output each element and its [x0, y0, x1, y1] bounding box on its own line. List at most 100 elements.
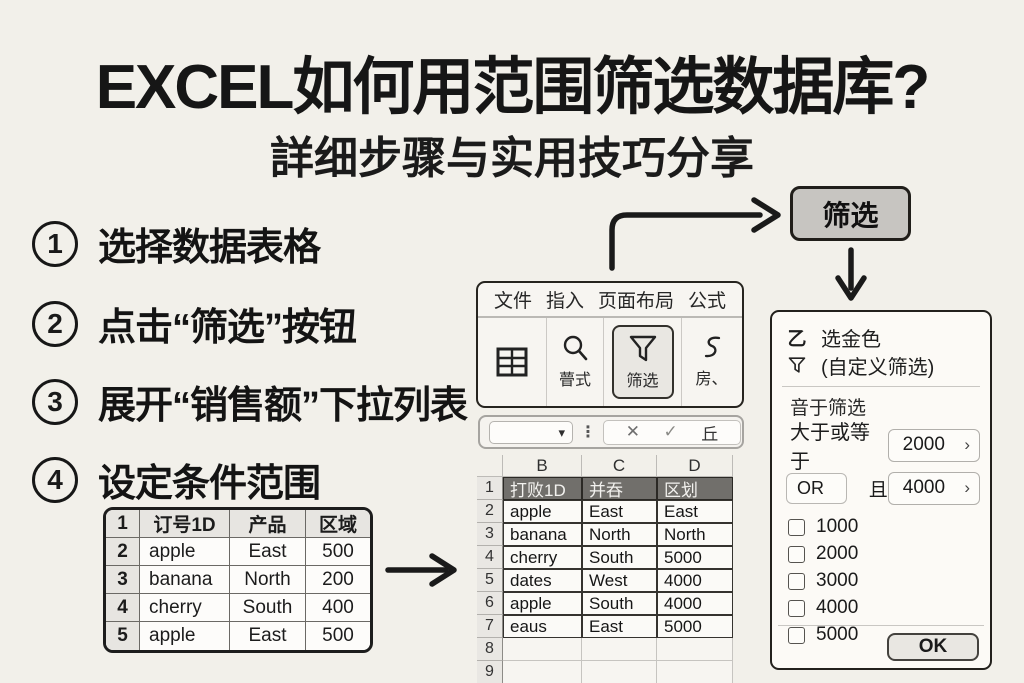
sheet-cell[interactable] [582, 638, 657, 661]
menu-item-custom-filter[interactable]: (自定义筛选) [782, 351, 980, 379]
or-text: OR [797, 477, 824, 498]
sheet-cell[interactable] [503, 638, 582, 661]
row-header[interactable]: 9 [477, 661, 503, 683]
sheet-cell[interactable] [503, 661, 582, 683]
or-input[interactable]: OR [786, 472, 847, 504]
sheet-cell[interactable]: dates [503, 569, 582, 592]
row-header[interactable]: 4 [477, 546, 503, 569]
checkbox[interactable] [788, 572, 805, 590]
confirm-icon[interactable]: ✓ [663, 422, 678, 441]
column-header-C[interactable]: C [582, 455, 657, 477]
step-item-3: 3 展开“销售额”下拉列表 [32, 374, 468, 429]
tab-insert[interactable]: 指入 [545, 291, 584, 312]
sheet-cell[interactable]: apple [503, 592, 582, 615]
value1-input[interactable]: 2000 › [887, 428, 980, 462]
column-header-B[interactable]: B [503, 455, 582, 477]
checkbox-row-4000[interactable]: 4000 [782, 595, 980, 621]
condition-label: 大于或等于 [790, 422, 870, 473]
sheet-cell[interactable]: eaus [503, 615, 582, 638]
ok-button[interactable]: OK [887, 633, 979, 661]
sort-ribbon-button[interactable]: 房、 [682, 318, 741, 406]
sheet-cell[interactable]: banana [503, 523, 582, 546]
ribbon-icon-row: 瞢式 筛选 房、 [478, 318, 742, 406]
checkbox[interactable] [788, 599, 805, 617]
step-item-1: 1 选择数据表格 [32, 216, 321, 271]
checkbox-row-2000[interactable]: 2000 [782, 541, 980, 567]
checkbox-label: 3000 [816, 570, 859, 591]
filter-flow-button[interactable]: 筛选 [790, 186, 911, 241]
tab-formulas[interactable]: 公式 [687, 291, 726, 312]
fx-icon[interactable]: 丘 [701, 424, 719, 444]
row-header[interactable]: 7 [477, 615, 503, 638]
checkbox-row-5000[interactable]: 5000 [782, 622, 980, 648]
step-item-2: 2 点击“筛选”按钮 [32, 296, 357, 351]
filter-ribbon-button[interactable]: 筛选 [611, 325, 674, 399]
sheet-cell[interactable]: East [657, 500, 733, 523]
sheet-cell[interactable]: 4000 [657, 592, 733, 615]
table-cell: 500 [306, 622, 370, 650]
tab-page-layout[interactable]: 页面布局 [597, 291, 674, 312]
table-icon [496, 347, 528, 377]
step-number-badge: 4 [32, 456, 78, 503]
checkbox[interactable] [788, 518, 805, 536]
page-subtitle: 詳细步骤与实用技巧分享 [270, 134, 754, 183]
formula-input[interactable]: ✕ ✓ 丘 [603, 419, 741, 445]
step-text: 选择数据表格 [98, 227, 321, 269]
chevron-right-icon[interactable]: › [964, 478, 970, 497]
formula-bar: ▾ ⋮ ✕ ✓ 丘 [478, 415, 744, 449]
step-number-badge: 1 [32, 220, 78, 267]
sheet-cell[interactable]: 5000 [657, 615, 733, 638]
name-box[interactable]: ▾ [489, 420, 573, 444]
checkbox-row-1000[interactable]: 1000 [782, 514, 980, 540]
chevron-right-icon[interactable]: › [964, 435, 970, 454]
sheet-cell[interactable]: East [582, 615, 657, 638]
sheet-cell[interactable]: cherry [503, 546, 582, 569]
tab-file[interactable]: 文件 [494, 291, 533, 312]
sheet-cell[interactable]: North [582, 523, 657, 546]
checkbox-label: 2000 [816, 543, 859, 564]
spreadsheet-grid: B C D 1 打败1D 并吞 区划 2 apple East East 3 b… [477, 455, 733, 683]
table-ribbon-button[interactable] [478, 318, 547, 406]
sort-icon: 乙 [787, 328, 807, 350]
search-ribbon-button[interactable]: 瞢式 [547, 318, 604, 406]
table-cell: North [230, 566, 306, 594]
sheet-header-cell[interactable]: 并吞 [582, 477, 657, 500]
table-cell: apple [140, 538, 230, 566]
value2-input[interactable]: 4000 › [887, 471, 980, 505]
row-header: 1 [106, 510, 140, 538]
sheet-cell[interactable]: 4000 [657, 569, 733, 592]
sheet-cell[interactable]: apple [503, 500, 582, 523]
sheet-cell[interactable]: 5000 [657, 546, 733, 569]
sheet-header-cell[interactable]: 打败1D [503, 477, 582, 500]
sheet-cell[interactable] [582, 661, 657, 683]
sheet-cell[interactable]: East [582, 500, 657, 523]
funnel-icon [629, 335, 656, 361]
arrow-button-to-panel-head [835, 275, 867, 301]
row-header: 4 [106, 594, 140, 622]
step-text: 点击“筛选”按钮 [98, 307, 357, 349]
divider [778, 625, 984, 626]
table-cell: East [230, 538, 306, 566]
column-header: 订号1D [140, 510, 230, 538]
table-cell: cherry [140, 594, 230, 622]
row-header[interactable]: 2 [477, 500, 503, 523]
value2-text: 4000 [902, 477, 946, 498]
row-header[interactable]: 6 [477, 592, 503, 615]
checkbox-row-3000[interactable]: 3000 [782, 568, 980, 594]
menu-item-sort-by-color[interactable]: 乙 选金色 [782, 323, 980, 351]
sheet-cell[interactable]: North [657, 523, 733, 546]
column-header-D[interactable]: D [657, 455, 733, 477]
checkbox[interactable] [788, 545, 805, 563]
row-header[interactable]: 3 [477, 523, 503, 546]
sheet-cell[interactable]: West [582, 569, 657, 592]
row-header[interactable]: 8 [477, 638, 503, 661]
sheet-cell[interactable]: South [582, 546, 657, 569]
checkbox[interactable] [788, 626, 805, 644]
sheet-cell[interactable] [657, 661, 733, 683]
cancel-icon[interactable]: ✕ [625, 422, 640, 441]
row-header[interactable]: 5 [477, 569, 503, 592]
sheet-cell[interactable] [657, 638, 733, 661]
row-header[interactable]: 1 [477, 477, 503, 500]
sheet-cell[interactable]: South [582, 592, 657, 615]
sheet-header-cell[interactable]: 区划 [657, 477, 733, 500]
